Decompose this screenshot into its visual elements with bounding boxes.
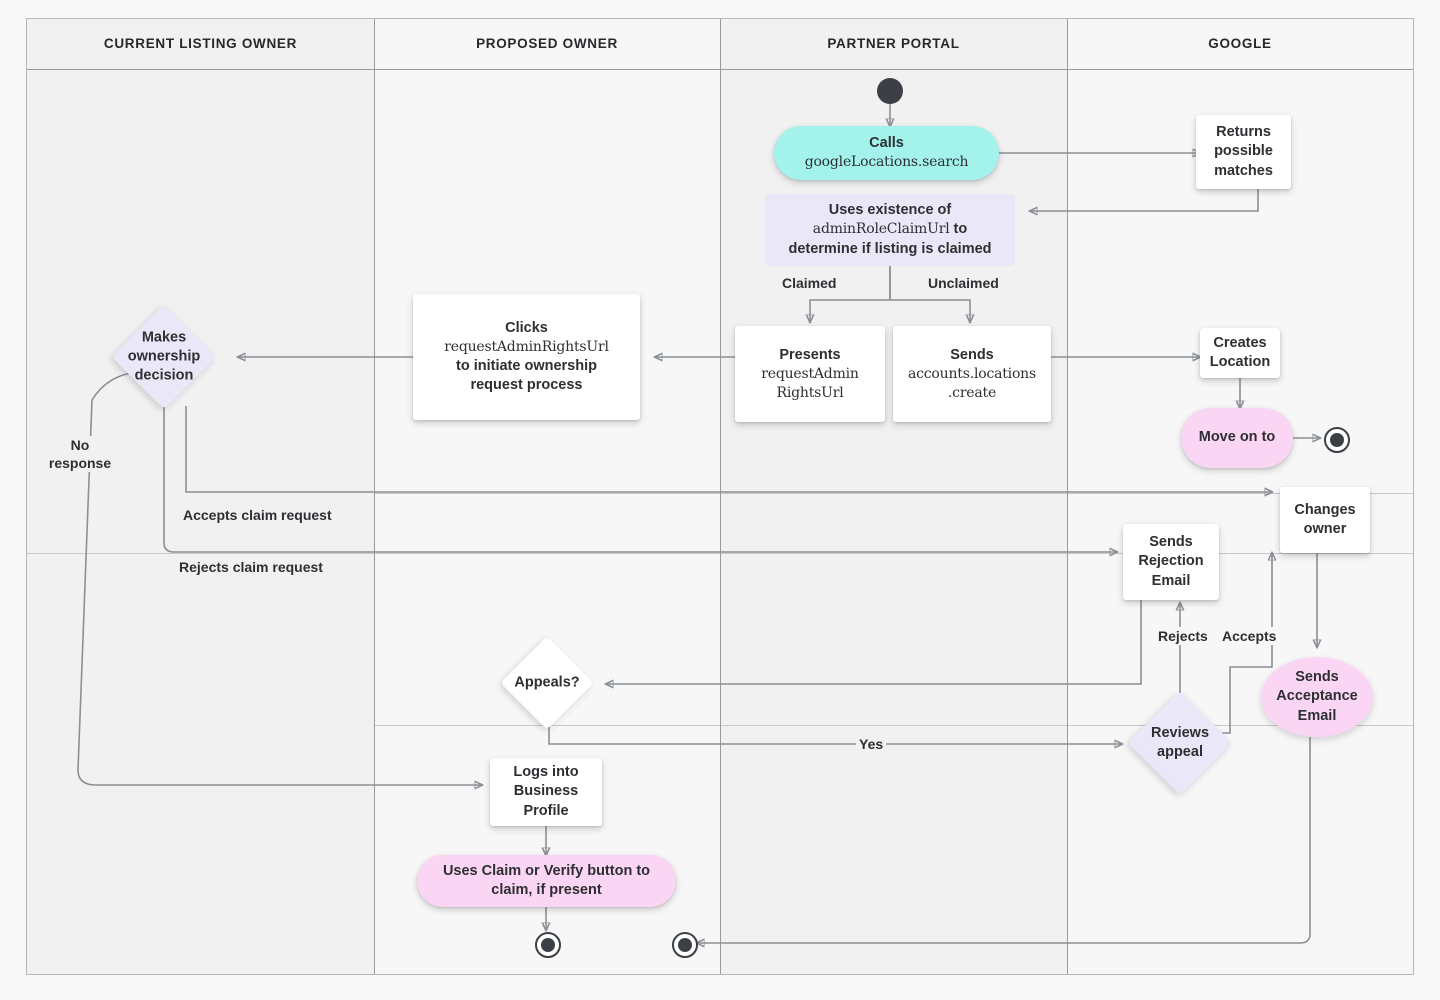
node-line-2: claim, if present [491,882,602,898]
node-clicks-request-admin-rights-url[interactable]: Clicks requestAdminRightsUrl to initiate… [413,294,640,420]
node-creates-location[interactable]: Creates Location [1200,328,1280,378]
node-line-2: accounts.locations [908,366,1036,383]
lane-divider [1067,19,1068,974]
node-line-3: .create [947,384,997,401]
node-move-on-to[interactable]: Move on to [1181,408,1293,468]
node-line-1: Uses Claim or Verify button to [442,862,651,879]
lane-body-proposed-owner [374,19,720,974]
lane-header-current-listing-owner: CURRENT LISTING OWNER [103,36,298,51]
node-reviews-appeal[interactable]: Reviews appeal [1127,690,1233,796]
node-returns-possible-matches[interactable]: Returns possible matches [1196,115,1291,189]
edge-label-rejects-claim-request: Rejects claim request [176,558,326,577]
node-sends-rejection-email[interactable]: Sends Rejection Email [1123,524,1219,600]
edge-label-unclaimed: Unclaimed [925,274,1002,293]
node-line-2: requestAdminRightsUrl [444,339,609,356]
node-label: Reviews appeal [1150,725,1210,760]
node-line-1: Sends [950,346,994,363]
edge-label-rejects: Rejects [1155,627,1211,646]
node-label: Changes owner [1294,501,1356,537]
node-line-3: RightsUrl [776,384,844,401]
grid-line [374,493,1413,494]
node-sends-accounts-locations-create[interactable]: Sends accounts.locations .create [893,326,1051,422]
node-line-1: Clicks [505,320,548,337]
edge-label-claimed: Claimed [779,274,840,293]
node-logs-into-business-profile[interactable]: Logs into Business Profile [490,758,602,826]
lane-body-current-listing-owner [27,19,374,974]
lane-header-separator [27,69,1413,70]
node-line-1: Uses existence of [828,202,952,219]
end-node-partner-portal [672,932,698,958]
node-label: Makes ownership decision [127,329,201,384]
node-label: Sends Acceptance Email [1276,669,1358,724]
node-appeals-decision[interactable]: Appeals? [500,636,594,730]
lane-header-partner-portal: PARTNER PORTAL [827,36,960,51]
node-makes-ownership-decision[interactable]: Makes ownership decision [111,304,217,410]
node-label: Sends Rejection Email [1138,534,1204,589]
edge-label-accepts-claim-request: Accepts claim request [180,506,335,525]
lane-header-proposed-owner: PROPOSED OWNER [476,36,618,51]
end-node-proposed-owner [535,932,561,958]
node-line-3: to initiate ownership [456,357,597,374]
node-line-4: determine if listing is claimed [788,240,992,257]
node-line-2: requestAdmin [761,366,859,383]
node-line-1: Presents [779,346,841,363]
node-label: Logs into Business Profile [513,764,579,819]
node-line-2: googleLocations.search [804,154,969,171]
node-uses-claim-or-verify-button[interactable]: Uses Claim or Verify button to claim, if… [417,855,676,907]
edge-label-no-response: No response [40,436,120,473]
node-label: Appeals? [514,674,580,691]
end-node-google [1324,427,1350,453]
node-line-1: Calls [869,135,904,152]
node-line-3: to [949,221,968,238]
node-line-2: adminRoleClaimUrl [812,221,950,238]
start-node [877,78,903,104]
lane-header-google: GOOGLE [1208,36,1272,51]
lane-divider [374,19,375,974]
node-uses-existence-admin-role-claim-url[interactable]: Uses existence of adminRoleClaimUrl to d… [765,194,1015,266]
node-line-4: request process [470,376,583,393]
edge-label-accepts: Accepts [1219,627,1280,646]
node-label: Creates Location [1209,334,1271,370]
node-presents-request-admin-rights-url[interactable]: Presents requestAdmin RightsUrl [735,326,885,422]
lane-divider [720,19,721,974]
node-sends-acceptance-email[interactable]: Sends Acceptance Email [1261,657,1373,737]
node-label: Move on to [1198,429,1276,446]
node-changes-owner[interactable]: Changes owner [1280,487,1370,553]
grid-line [374,725,1413,726]
edge-label-yes: Yes [856,735,887,754]
node-label: Returns possible matches [1214,124,1273,179]
node-calls-google-locations-search[interactable]: Calls googleLocations.search [774,126,999,180]
